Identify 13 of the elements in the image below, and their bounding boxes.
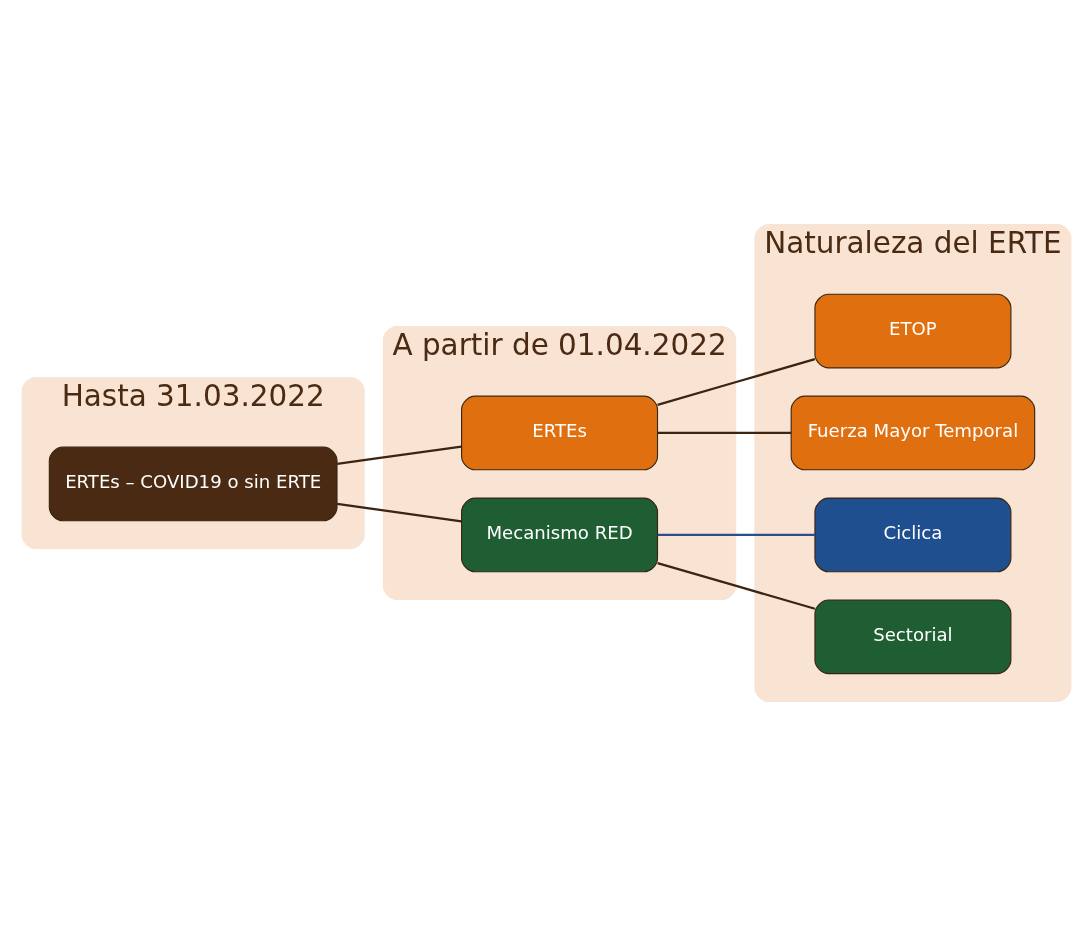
node-box: Fuerza Mayor Temporal — [790, 395, 1036, 470]
node-box: ERTEs — [461, 395, 659, 470]
connector — [337, 444, 462, 465]
node-box: ETOP — [814, 293, 1012, 368]
connector — [657, 561, 816, 610]
node-box: Ciclica — [814, 497, 1012, 572]
connector — [657, 357, 816, 406]
node-box: Sectorial — [814, 598, 1012, 674]
connector — [657, 533, 815, 536]
connector — [657, 431, 792, 434]
node-box: Mecanismo RED — [461, 497, 659, 572]
node-box: ERTEs – COVID19 o sin ERTE — [48, 446, 338, 521]
connector — [337, 502, 462, 522]
